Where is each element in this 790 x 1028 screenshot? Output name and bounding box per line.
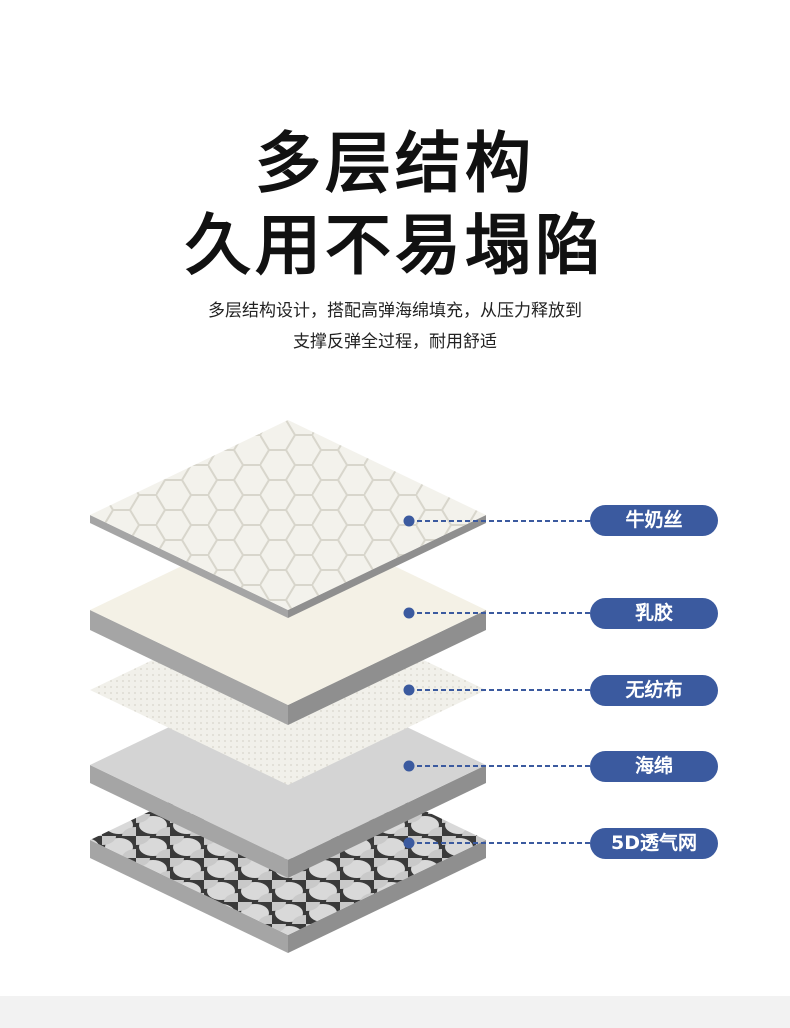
layer-diagram — [90, 420, 590, 953]
description-line-2: 支撑反弹全过程，耐用舒适 — [293, 332, 497, 352]
layer-label-latex: 乳胶 — [590, 598, 718, 629]
leader-dot — [403, 760, 415, 772]
leader-dot — [403, 515, 415, 527]
latex-layer-right-edge — [288, 610, 486, 725]
milk-silk-layer-right-edge — [288, 515, 486, 618]
layer-label-milk-silk: 牛奶丝 — [590, 505, 718, 536]
footer-band — [0, 996, 790, 1028]
milk-silk-layer-left-edge — [90, 515, 288, 618]
description-line-1: 多层结构设计，搭配高弹海绵填充，从压力释放到 — [208, 301, 582, 321]
layer-label-nonwoven: 无纺布 — [590, 675, 718, 706]
layer-label-sponge: 海绵 — [590, 751, 718, 782]
leader-dot — [403, 684, 415, 696]
sponge-layer-left-edge — [90, 765, 288, 878]
mesh-layer-left-edge — [90, 840, 288, 953]
headline-line-1: 多层结构 — [255, 125, 535, 202]
sponge-layer-right-edge — [288, 765, 486, 878]
layer-label-5d-mesh: 5D透气网 — [590, 828, 718, 859]
milk-silk-layer-surface — [90, 420, 486, 610]
leader-dot — [403, 837, 415, 849]
headline-line-2: 久用不易塌陷 — [185, 207, 605, 284]
mesh-layer-right-edge — [288, 840, 486, 953]
leader-dot — [403, 607, 415, 619]
latex-layer-left-edge — [90, 610, 288, 725]
